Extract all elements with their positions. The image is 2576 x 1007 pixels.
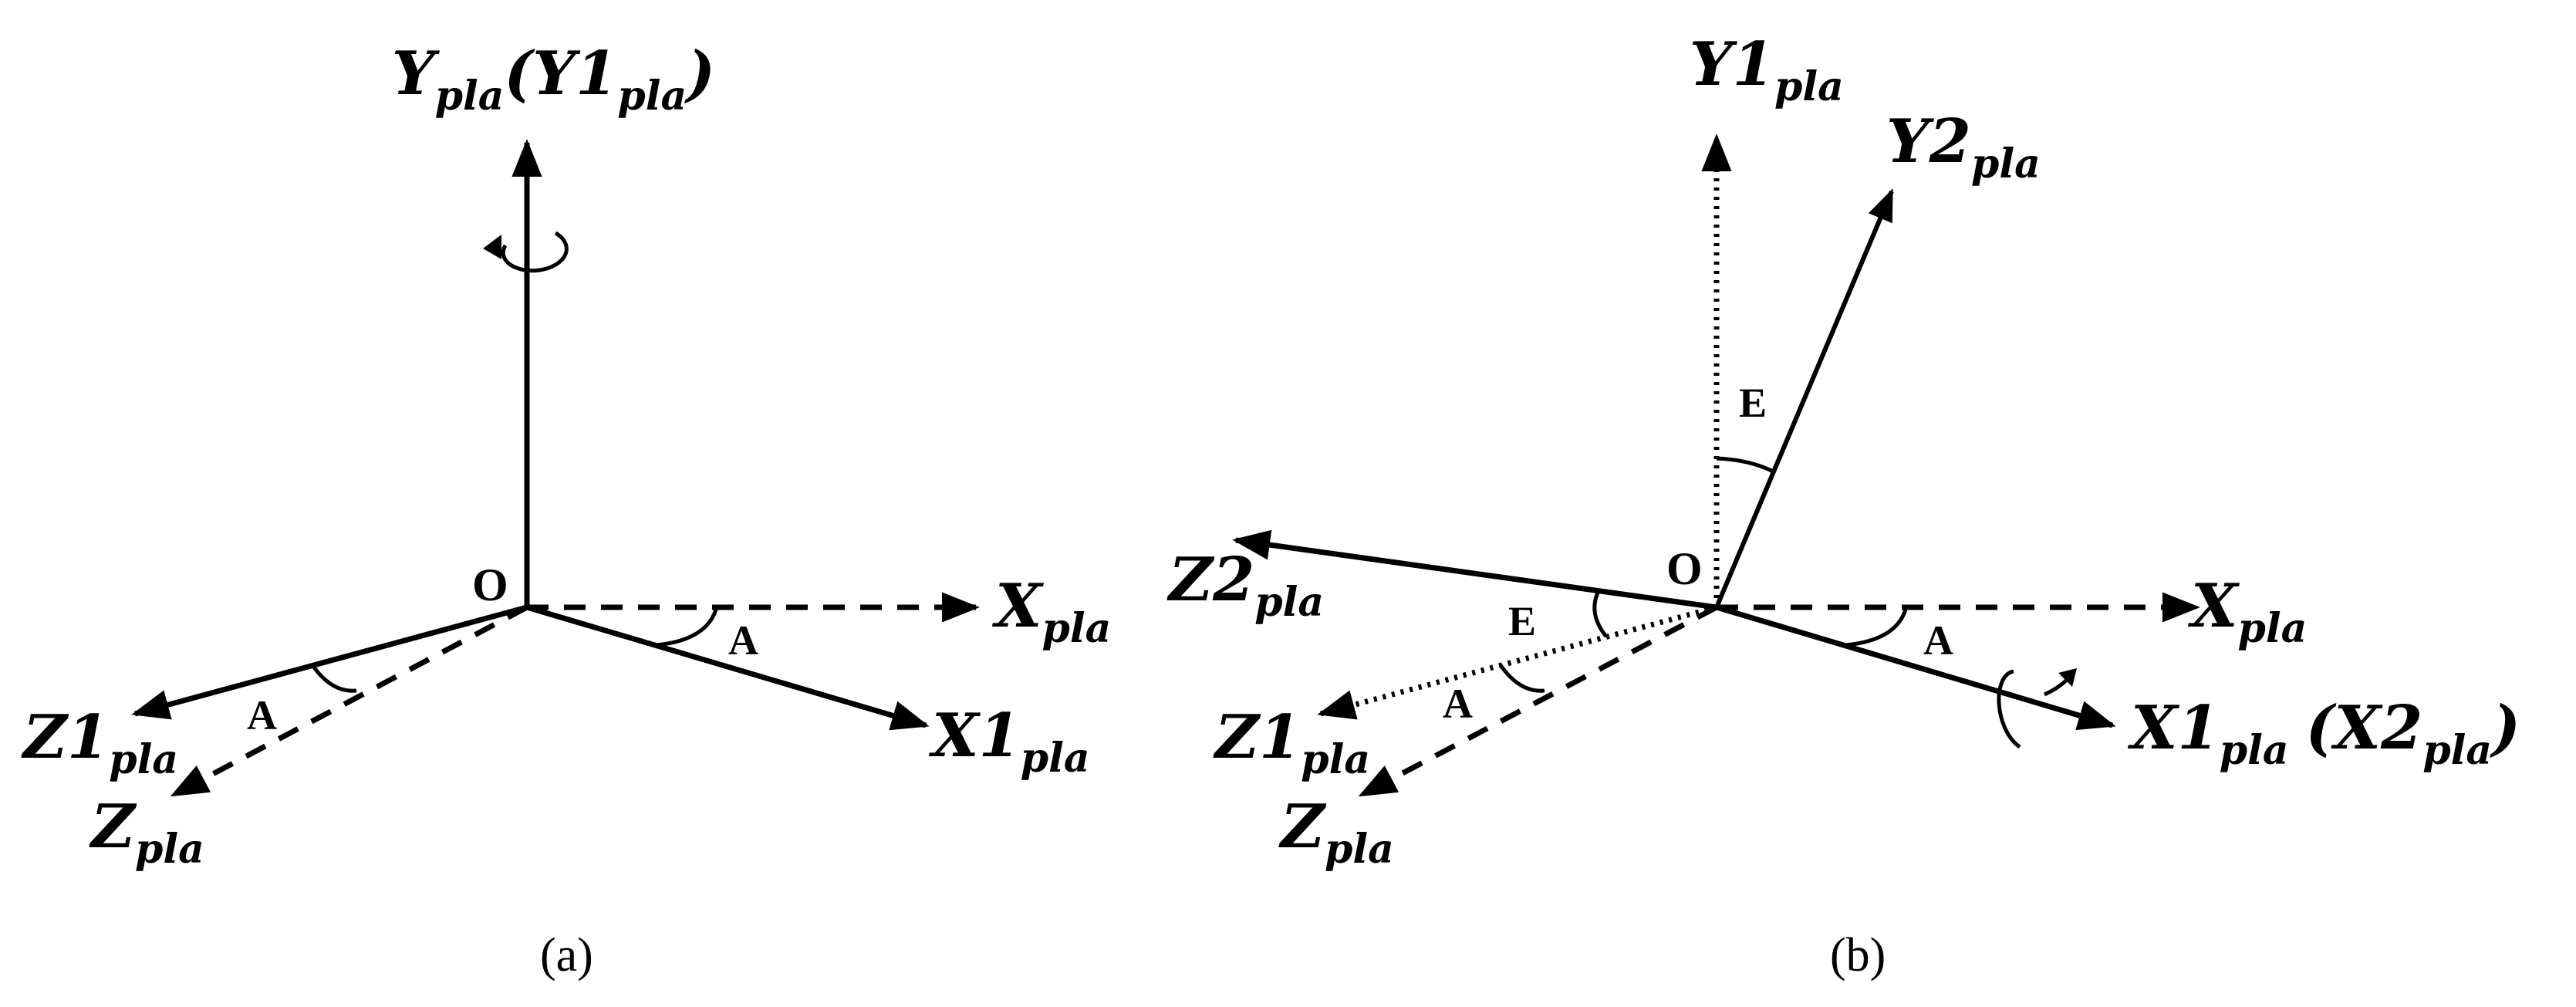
angle-arc-a-z-b (1498, 664, 1545, 693)
y-pla-label: Ypla(Y1pla) (392, 39, 715, 120)
rotation-arrow-y-icon (501, 231, 569, 273)
origin-label-a: O (472, 559, 508, 610)
angle-label-a-z: A (247, 692, 277, 738)
z1-axis-a (131, 604, 528, 720)
x1-axis-b (1715, 604, 2116, 731)
angle-label-a-x-b: A (1923, 617, 1953, 664)
x1-axis-a (526, 604, 930, 731)
z-pla-label-b: Zpla (1278, 792, 1394, 873)
caption-a: (a) (540, 929, 593, 982)
angle-label-e-z: E (1508, 598, 1536, 644)
z-axis-dashed-a (170, 604, 528, 798)
angle-arc-a-z (310, 664, 357, 693)
origin-label-b: O (1666, 543, 1703, 594)
x-pla-label-b: Xpla (2187, 571, 2307, 652)
angle-arc-e-y (1716, 456, 1776, 475)
y2-pla-label-b: Y2pla (1886, 106, 2041, 188)
rotation-arrow-x1-icon (1997, 669, 2021, 749)
z2-axis-b (1232, 529, 1717, 610)
z-pla-label-a: Zpla (89, 792, 204, 873)
z1-axis-dotted-b (1317, 604, 1717, 720)
rotation-arrowhead (483, 235, 501, 259)
rotation-arrowhead-x1 (2058, 668, 2077, 687)
x-pla-label-a: Xpla (991, 571, 1111, 652)
angle-label-a-z-b: A (1443, 681, 1473, 727)
angle-label-e-y: E (1739, 380, 1767, 426)
z1-pla-label-a: Z1pla (21, 702, 178, 783)
x1-pla-label-a: X1pla (928, 701, 1090, 782)
x1-x2-pla-label-b: X1pla(X2pla) (2127, 693, 2520, 774)
z-axis-dashed-b (1358, 604, 1718, 798)
y2-axis-b (1714, 188, 1894, 609)
y1-pla-label-b: Y1pla (1690, 29, 1844, 110)
angle-arc-a-x (655, 609, 718, 647)
caption-b: (b) (1830, 929, 1886, 982)
z2-pla-label-b: Z2pla (1166, 545, 1324, 626)
angle-arc-a-x-b (1845, 609, 1908, 647)
panel-a: O A A Ypla(Y1pla) Xpla X1pla Z1pla Zpla … (21, 39, 1111, 982)
angle-label-a-x: A (728, 617, 758, 664)
panel-b: O E E A A Y1pla Y2pla Z2pla Xpla X1pla(X… (1166, 29, 2520, 982)
angle-arc-e-z (1592, 590, 1608, 638)
z1-pla-label-b: Z1pla (1213, 702, 1370, 783)
